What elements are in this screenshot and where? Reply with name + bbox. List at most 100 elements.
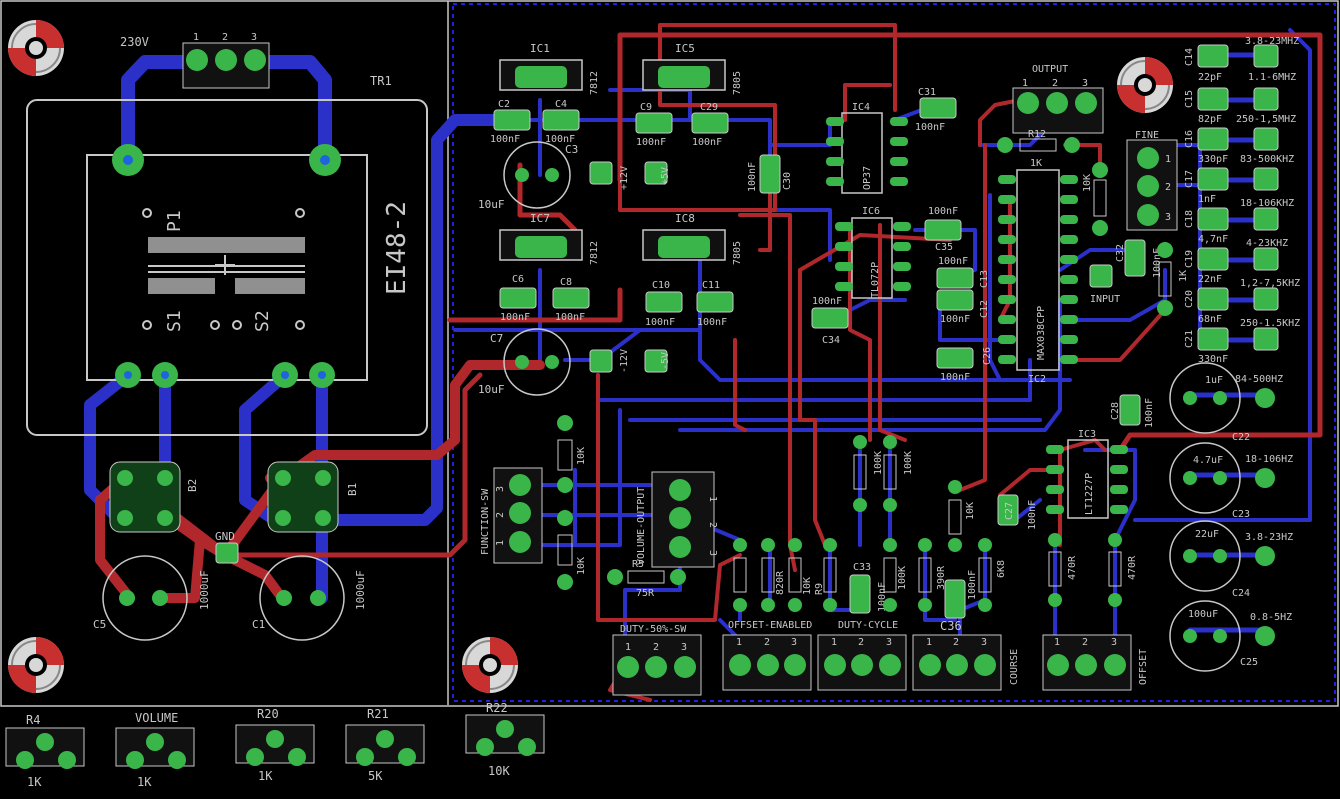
c11-label: C11	[702, 280, 720, 291]
ic3-part: LT1227P	[1084, 473, 1095, 515]
pot-volume-value: 1K	[137, 775, 152, 789]
c34-label: C34	[822, 335, 840, 346]
bulk-capacitors	[102, 141, 571, 641]
r14-value: 100K	[897, 566, 908, 590]
tb-mains-pin3: 3	[251, 32, 257, 43]
mounting-hole	[7, 636, 65, 694]
pot-volume-name: VOLUME	[135, 711, 178, 725]
c26-label: C26	[982, 347, 993, 365]
ic8-part: 7805	[732, 241, 743, 265]
c18-value: 4,7nF	[1198, 234, 1228, 245]
r12-label: R12	[1028, 129, 1046, 140]
c2-label: C2	[498, 99, 510, 110]
ic6-label: IC6	[862, 206, 880, 217]
tb-offset-pin3: 3	[1111, 637, 1117, 648]
c15-range: 1.1-6MHZ	[1248, 72, 1296, 83]
volume-output-label: VOLUME-OUTPUT	[636, 487, 647, 565]
tb-mains-pin2: 2	[222, 32, 228, 43]
c30-value: 100nF	[747, 162, 758, 192]
plus12-label: +12V	[619, 166, 630, 190]
minus12-label: -12V	[619, 349, 630, 373]
c16-range: 250-1,5MHZ	[1236, 114, 1296, 125]
tb-duty-pin1: 1	[625, 642, 631, 653]
c24-range: 3.8-23HZ	[1245, 532, 1293, 543]
tb-offen-pin1: 1	[736, 637, 742, 648]
tb-duty-pin2: 2	[653, 642, 659, 653]
c5-value: 1000uF	[198, 570, 211, 610]
r11-value: 10K	[1082, 174, 1093, 192]
course-label: COURSE	[1009, 649, 1020, 685]
r15-value: 390R	[936, 565, 947, 590]
c16-name: C16	[1184, 130, 1195, 148]
mounting-hole	[461, 636, 519, 694]
c36-label: C36	[940, 619, 962, 633]
fine-label: FINE	[1135, 130, 1159, 141]
c19-range: 4-23KHZ	[1246, 238, 1288, 249]
pot-r22-name: R22	[486, 701, 508, 715]
ic7-label: IC7	[530, 212, 550, 225]
c33-value: 100nF	[877, 582, 888, 612]
r5-value: 75R	[636, 588, 655, 599]
c9-value: 100nF	[636, 137, 666, 148]
c23-range: 18-106HZ	[1245, 454, 1293, 465]
mounting-hole	[7, 19, 65, 77]
core-label: EI48-2	[382, 201, 412, 295]
c29-value: 100nF	[692, 137, 722, 148]
bridge1-label: B1	[346, 483, 359, 496]
tb-duty-cycle-pin1: 1	[831, 637, 837, 648]
c1-value: 1000uF	[354, 570, 367, 610]
duty-cycle-label: DUTY-CYCLE	[838, 620, 898, 631]
c25-value: 100uF	[1188, 609, 1218, 620]
c10-value: 100nF	[645, 317, 675, 328]
tb-offen-pin2: 2	[764, 637, 770, 648]
c24-value: 22uF	[1195, 529, 1219, 540]
c25-range: 0.8-5HZ	[1250, 612, 1292, 623]
c17-value: 1nF	[1198, 194, 1216, 205]
tb-output-pin2: 2	[1052, 78, 1058, 89]
gnd-label: GND	[215, 530, 235, 543]
tb-vol-pin1: 1	[707, 496, 718, 502]
c21-name: C21	[1184, 330, 1195, 348]
range-electrolytics	[1169, 362, 1241, 672]
pot-r20-value: 1K	[258, 769, 273, 783]
r17-value: 10K	[965, 502, 976, 520]
tb-course-pin1: 1	[926, 637, 932, 648]
tb-course-pin3: 3	[981, 637, 987, 648]
tb-func-pin1: 1	[495, 540, 506, 546]
ic7-part: 7812	[589, 241, 600, 265]
c16-value: 330pF	[1198, 154, 1228, 165]
r12-value: 1K	[1030, 158, 1042, 169]
c15-name: C15	[1184, 90, 1195, 108]
dip-ics	[841, 112, 1109, 519]
ic4-part: OP37	[862, 166, 873, 190]
tb-fine-pin2: 2	[1165, 182, 1171, 193]
c15-value: 82pF	[1198, 114, 1222, 125]
r16-value: 6K8	[996, 560, 1007, 578]
r8-value: 470R	[1127, 555, 1138, 580]
tb-offset-pin2: 2	[1082, 637, 1088, 648]
c14-range: 3.8-23MHZ	[1245, 36, 1299, 47]
tb-func-pin3: 3	[495, 486, 506, 492]
c24-name: C24	[1232, 588, 1250, 599]
primary-label: P1	[164, 210, 185, 232]
c28-label: C28	[1110, 402, 1121, 420]
offset-enabled-label: OFFSET-ENABLED	[728, 620, 812, 631]
pot-r20-name: R20	[257, 707, 279, 721]
c25-name: C25	[1240, 657, 1258, 668]
c17-range: 83-500KHZ	[1240, 154, 1294, 165]
c33-label: C33	[853, 562, 871, 573]
resistor-bodies	[557, 138, 1172, 593]
tb-duty-cycle-pin3: 3	[886, 637, 892, 648]
c1-name: C1	[252, 618, 265, 631]
c7-value: 10uF	[478, 383, 505, 396]
c17-name: C17	[1184, 170, 1195, 188]
tb-duty-cycle-pin2: 2	[858, 637, 864, 648]
c22-value: 1uF	[1205, 375, 1223, 386]
ic3-label: IC3	[1078, 429, 1096, 440]
c6-value: 100nF	[500, 312, 530, 323]
c9-label: C9	[640, 102, 652, 113]
c28-value: 100nF	[1144, 398, 1155, 428]
c6-label: C6	[512, 274, 524, 285]
ic6-part: TL072P	[870, 262, 881, 298]
terminal-pads	[186, 49, 1159, 678]
